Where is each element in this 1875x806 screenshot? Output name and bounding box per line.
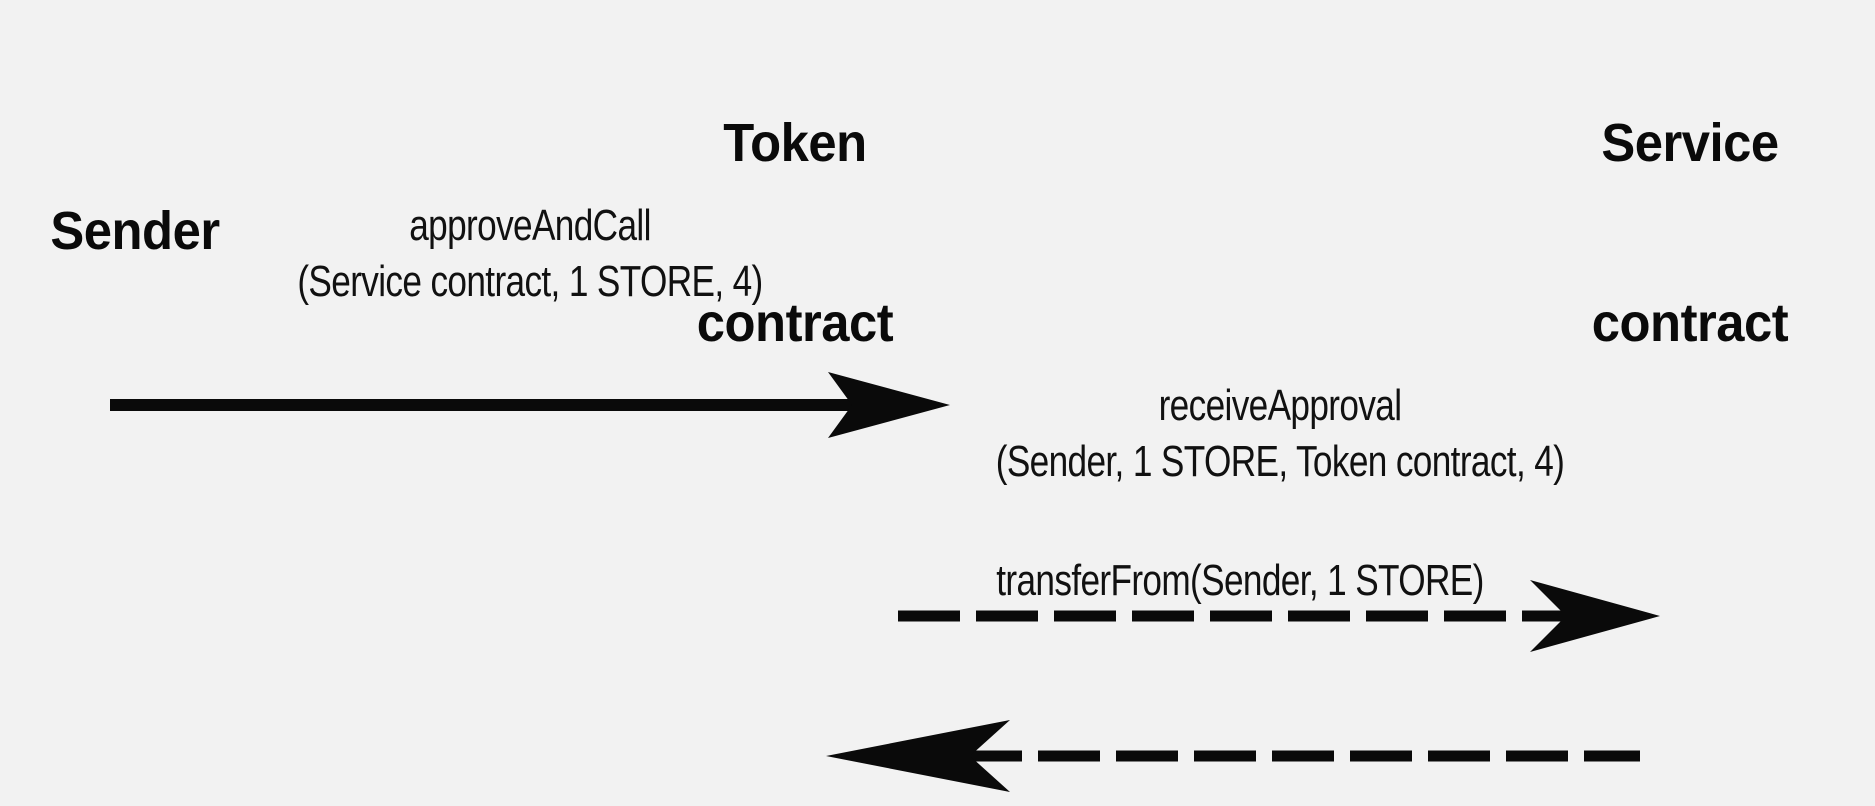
message-approve-line2: (Service contract, 1 STORE, 4) [297, 257, 763, 306]
participant-label-token-contract: Token contract [654, 8, 936, 458]
participant-label-sender: Sender [8, 96, 262, 366]
message-arrow-transfer-from [826, 720, 1640, 792]
message-arrow-approve-and-call [110, 372, 950, 438]
message-label-approve-and-call: approveAndCall (Service contract, 1 STOR… [170, 198, 890, 310]
participant-service-line1: Service [1601, 113, 1779, 173]
message-transfer-line1: transferFrom(Sender, 1 STORE) [996, 556, 1484, 605]
message-label-transfer-from: transferFrom(Sender, 1 STORE) [840, 553, 1640, 609]
message-approve-line1: approveAndCall [409, 201, 651, 250]
participant-label-service-contract: Service contract [1549, 8, 1831, 458]
participant-token-line1: Token [723, 113, 867, 173]
participant-sender-line1: Sender [50, 201, 220, 261]
participant-token-line2: contract [696, 293, 894, 353]
message-arrow-receive-approval [898, 580, 1660, 652]
participant-service-line2: contract [1591, 293, 1789, 353]
message-receive-line1: receiveApproval [1158, 381, 1402, 430]
message-receive-line2: (Sender, 1 STORE, Token contract, 4) [995, 437, 1565, 486]
message-label-receive-approval: receiveApproval (Sender, 1 STORE, Token … [816, 378, 1744, 490]
